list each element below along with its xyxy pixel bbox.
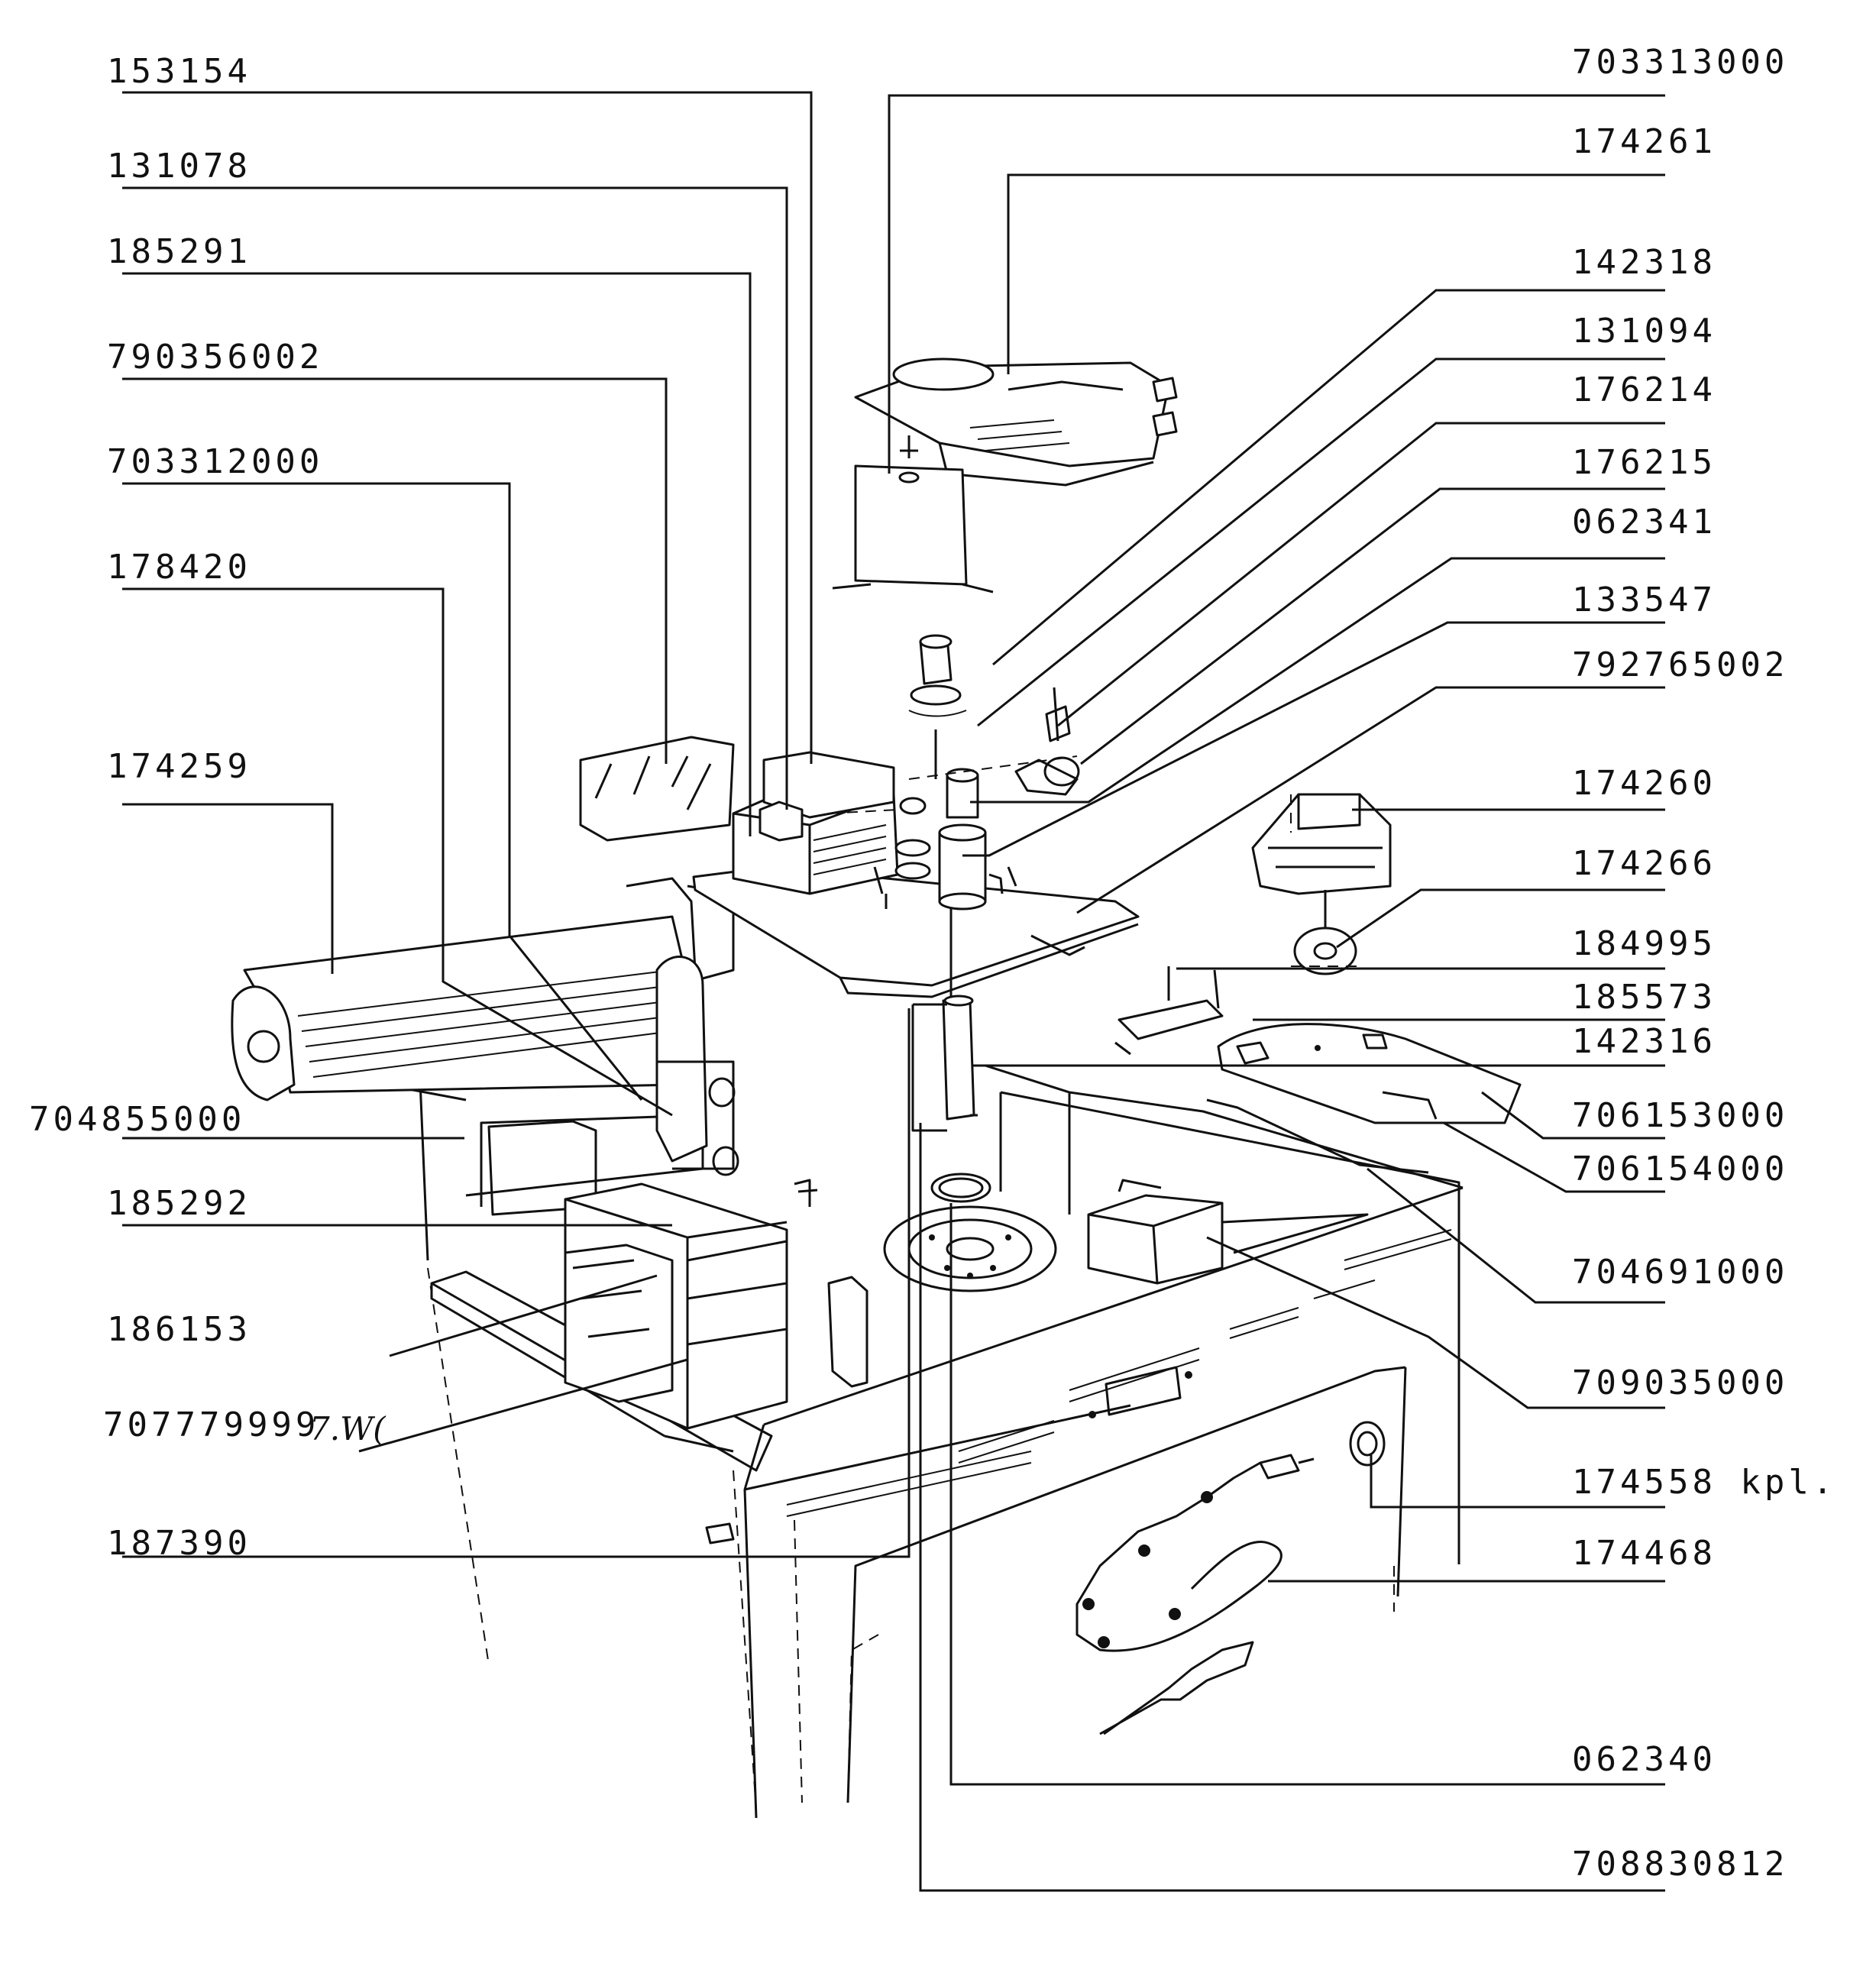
part-label: 790356002 (107, 338, 323, 377)
leader-lines (122, 91, 1665, 1892)
part-label: 176214 (1572, 370, 1716, 409)
part-label: 131078 (107, 147, 251, 186)
part-label: 142316 (1572, 1022, 1716, 1061)
blower-fan (231, 877, 739, 1176)
part-label: 153154 (107, 52, 251, 91)
part-label: 186153 (107, 1310, 251, 1349)
part-label: 709035000 (1572, 1363, 1788, 1402)
part-label: 703313000 (1572, 43, 1788, 82)
part-label: 184995 (1572, 924, 1716, 963)
part-label: 703312000 (107, 442, 323, 481)
part-label: 142318 (1572, 243, 1716, 282)
part-label: 176215 (1572, 443, 1716, 482)
cabinet-body (743, 1064, 1464, 1819)
part-label: 062340 (1572, 1740, 1716, 1779)
control-box (1087, 1179, 1369, 1285)
part-label: 185291 (107, 232, 251, 271)
part-label: 131094 (1572, 312, 1716, 351)
turntable-plate (1206, 1023, 1522, 1174)
stirrer-stack (908, 634, 1080, 796)
left-labels: 153154 131078 185291 790356002 703312000… (29, 52, 387, 1563)
part-label: 062341 (1572, 503, 1716, 542)
clip (758, 801, 804, 842)
handwritten-note: 7.W( (309, 1410, 387, 1447)
part-label: 707779999 (103, 1405, 319, 1444)
part-label: 704855000 (29, 1100, 245, 1139)
part-label: 174266 (1572, 844, 1716, 883)
part-label: 185573 (1572, 978, 1716, 1017)
appliance-illustration: 153154 131078 185291 790356002 703312000… (29, 43, 1836, 1892)
transformer (231, 357, 1522, 1735)
part-label: 174259 (107, 747, 251, 786)
part-label: 174468 (1572, 1534, 1716, 1573)
part-label: 708830812 (1572, 1845, 1788, 1884)
part-label: 706154000 (1572, 1150, 1788, 1189)
part-label: 133547 (1572, 581, 1716, 619)
part-label: 792765002 (1572, 645, 1788, 684)
turntable-base (883, 1173, 1057, 1292)
part-label: 187390 (107, 1524, 251, 1563)
part-label: 706153000 (1572, 1096, 1788, 1135)
magnetron-assembly (692, 751, 1140, 998)
part-label: 174558 kpl. (1572, 1463, 1836, 1502)
part-label: 704691000 (1572, 1253, 1788, 1292)
part-label: 174261 (1572, 122, 1716, 161)
panel-window (487, 1120, 597, 1216)
resistor (1114, 966, 1224, 1056)
bracket (579, 736, 735, 842)
part-label: 178420 (107, 548, 251, 587)
door-switch (1251, 793, 1392, 975)
switch-unit (832, 357, 1178, 594)
part-label: 174260 (1572, 764, 1716, 803)
part-label: 185292 (107, 1184, 251, 1223)
right-labels: 703313000 174261 142318 131094 176214 17… (1572, 43, 1836, 1884)
cable (1075, 1454, 1315, 1735)
shaft (911, 909, 978, 1132)
